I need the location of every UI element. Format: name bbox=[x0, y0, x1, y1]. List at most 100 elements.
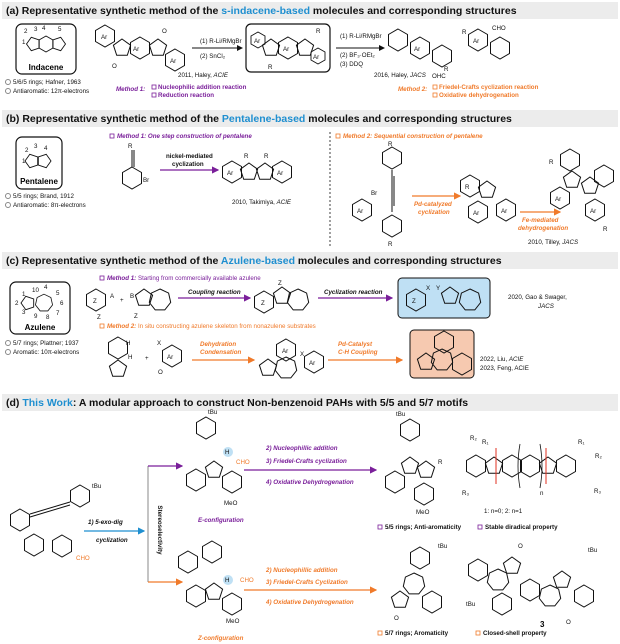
pentalene-structure bbox=[24, 153, 52, 169]
checkbox-icon bbox=[377, 524, 383, 530]
azulene-num-3: 3 bbox=[22, 309, 26, 316]
ar-label: Ar bbox=[590, 208, 596, 215]
plus-label: + bbox=[120, 297, 124, 304]
cyclization-label: Cyclization reaction bbox=[324, 289, 383, 296]
bullet-icon bbox=[5, 340, 11, 346]
n-label: n bbox=[540, 490, 544, 497]
indacene-num-5: 5 bbox=[58, 26, 62, 33]
indacene-num-1: 1 bbox=[22, 39, 26, 46]
tbu-label: tBu bbox=[92, 483, 102, 490]
step-a2a: (1) R-Li/RMgBr bbox=[340, 33, 382, 40]
result-4: Closed-shell property bbox=[483, 630, 547, 637]
r-label: R bbox=[128, 143, 133, 150]
bullet-icon bbox=[5, 79, 11, 85]
ar-label: Ar bbox=[473, 210, 479, 217]
method-b2: Method 2: Sequential construction of pen… bbox=[343, 133, 483, 140]
z-config-label: Z-configuration bbox=[197, 635, 244, 642]
enyne-structure bbox=[352, 146, 402, 238]
z-label: Z bbox=[97, 314, 101, 321]
x-label: X bbox=[426, 285, 430, 292]
azulene-info-1: 5/7 rings; Plattner; 1937 bbox=[13, 340, 79, 347]
cho-label: CHO bbox=[492, 25, 506, 32]
r-label: R bbox=[462, 29, 467, 36]
r1-label: R₁ bbox=[578, 439, 585, 446]
ohc-label: OHC bbox=[432, 73, 446, 80]
azulene-num-8: 8 bbox=[46, 314, 50, 321]
cyclopentadiene-substrate bbox=[108, 336, 128, 377]
y-label: Y bbox=[436, 285, 440, 292]
section-b-header: (b) Representative synthetic method of t… bbox=[6, 113, 512, 125]
dehyd-label-a: Dehydration bbox=[200, 341, 236, 348]
meo-label: MeO bbox=[226, 618, 240, 625]
cyclization-label-b: cyclization bbox=[96, 537, 128, 544]
o-label: O bbox=[566, 619, 571, 626]
ar-label: Ar bbox=[501, 208, 507, 215]
ref-b2: 2010, Tilley, JACS bbox=[528, 239, 579, 246]
pentalene-num-1: 1 bbox=[22, 158, 26, 165]
meo-label: MeO bbox=[224, 500, 238, 507]
azulene-num-10: 10 bbox=[32, 287, 39, 294]
a-label: A bbox=[110, 293, 115, 300]
pentalene-core-box bbox=[15, 136, 63, 190]
result-2: Stable diradical property bbox=[485, 524, 558, 531]
ar-label: Ar bbox=[555, 196, 561, 203]
indacene-info-2: Antiaromatic: 12π-electrons bbox=[13, 88, 89, 95]
azulene-num-2: 2 bbox=[15, 300, 19, 307]
azulene-num-5: 5 bbox=[56, 290, 60, 297]
pentalene-info-1: 5/5 rings; Brand, 1912 bbox=[13, 193, 74, 200]
azulene-structure bbox=[20, 293, 53, 312]
ar-label: Ar bbox=[227, 170, 233, 177]
azulene-title: Azulene bbox=[25, 323, 56, 332]
indacene-info-1: 5/6/5 rings; Hafner, 1963 bbox=[13, 79, 81, 86]
checkbox-icon bbox=[475, 630, 481, 636]
azulene-info-2: Aromatic: 10π-electrons bbox=[13, 349, 79, 356]
method-a1-label: Method 1: bbox=[116, 86, 145, 93]
method-b1: Method 1: One step construction of penta… bbox=[117, 133, 252, 140]
b-label: B bbox=[130, 293, 134, 300]
checkbox-icon bbox=[432, 92, 438, 98]
cyclization-label-a: 1) 5-exo-dig bbox=[88, 519, 123, 526]
cho-label: CHO bbox=[240, 577, 254, 584]
z-config-structure bbox=[178, 540, 242, 616]
section-a-header-bg bbox=[2, 2, 618, 19]
step-a1b: (2) SnCl₂ bbox=[200, 53, 226, 60]
arrow-b3-label-b: dehydrogenation bbox=[518, 225, 568, 232]
azulene-num-9: 9 bbox=[34, 313, 38, 320]
cho-label: CHO bbox=[76, 555, 90, 562]
pd-label-b: C-H Coupling bbox=[338, 349, 378, 356]
pentalene-product-d bbox=[385, 418, 436, 506]
r2-label: R₂ bbox=[470, 435, 477, 442]
step-a2c: (3) DDQ bbox=[340, 61, 363, 68]
z-label: Z bbox=[134, 313, 138, 320]
ar-label: Ar bbox=[309, 360, 315, 367]
dehyd-label-b: Condensation bbox=[200, 349, 241, 356]
section-d-header-bg bbox=[2, 394, 618, 411]
checkbox-icon bbox=[477, 524, 483, 530]
closed-shell-structure bbox=[468, 556, 594, 616]
r-label: R bbox=[264, 153, 269, 160]
ar-label: Ar bbox=[283, 46, 289, 53]
pentalene-num-4: 4 bbox=[44, 145, 48, 152]
pentalene-num-2: 2 bbox=[25, 147, 29, 154]
indacene-title: Indacene bbox=[29, 63, 64, 72]
method-a2-label: Method 2: bbox=[398, 86, 427, 93]
cho-label: CHO bbox=[236, 459, 250, 466]
h-label: H bbox=[126, 340, 130, 347]
starting-material-d bbox=[10, 484, 90, 558]
indacene-num-2: 2 bbox=[24, 28, 28, 35]
o-label: O bbox=[162, 28, 167, 35]
step-a2b: (2) BF₃·OEt₂ bbox=[340, 52, 375, 59]
pentalene-num-3: 3 bbox=[34, 143, 38, 150]
pentalene-intermediate bbox=[460, 174, 516, 224]
ar-label: Ar bbox=[473, 38, 479, 45]
azulene-num-4: 4 bbox=[44, 284, 48, 291]
method-c2: Method 2: In situ constructing azulene s… bbox=[107, 323, 316, 330]
checkbox-icon bbox=[99, 275, 105, 281]
ar-label: Ar bbox=[170, 58, 176, 65]
o-label: O bbox=[158, 369, 163, 376]
r-label: R bbox=[244, 153, 249, 160]
r1-label: R₁ bbox=[482, 439, 489, 446]
r-label: R bbox=[603, 226, 608, 233]
o-label: O bbox=[112, 63, 117, 70]
azulene-core-box bbox=[9, 281, 71, 335]
